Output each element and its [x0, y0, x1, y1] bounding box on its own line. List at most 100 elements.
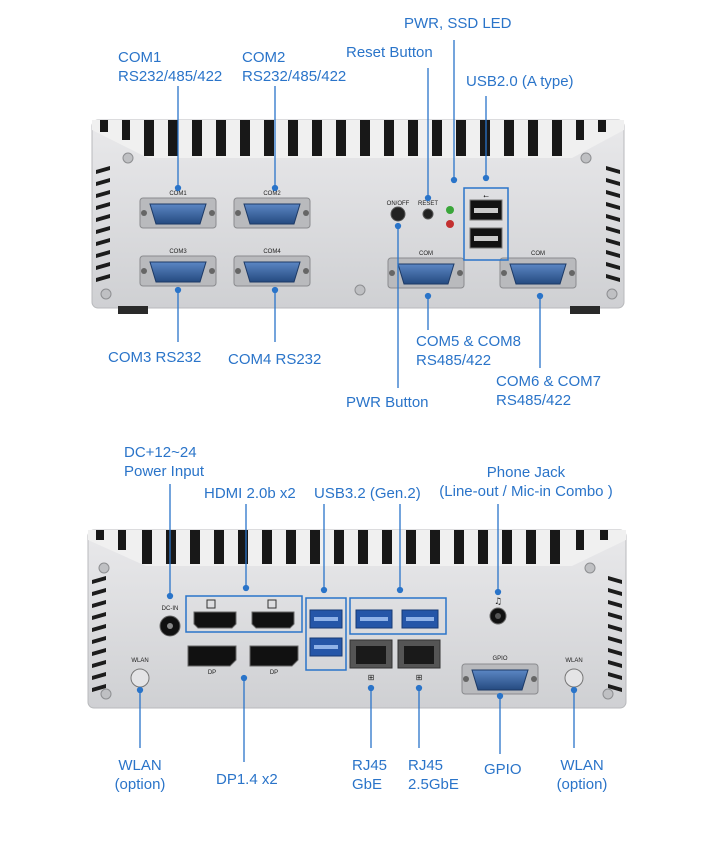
- label-rj45-gbe: RJ45 GbE: [352, 756, 387, 794]
- label-com6-com7-line1: COM6 & COM7: [496, 373, 602, 390]
- com6-com7-port: [499, 257, 577, 289]
- lan-icon-1: ⊞: [368, 673, 375, 682]
- label-dc-input-line1: DC+12~24: [124, 444, 197, 461]
- rj45-2-5gbe-port: [397, 639, 441, 669]
- label-rj45-2-5gbe: RJ45 2.5GbE: [408, 756, 459, 794]
- label-rj45-2-5gbe-line2: 2.5GbE: [408, 776, 459, 793]
- label-phone-jack-line2: (Line-out / Mic-in Combo ): [439, 483, 613, 500]
- hdmi-highlight-box: [185, 595, 303, 633]
- label-hdmi: HDMI 2.0b x2: [204, 485, 296, 502]
- printed-wlan-right: WLAN: [565, 658, 582, 664]
- headphone-icon: ♫: [494, 597, 502, 607]
- lan-icon-2: ⊞: [416, 673, 423, 682]
- label-wlan-left-line2: (option): [114, 776, 166, 793]
- reset-button[interactable]: [422, 208, 434, 220]
- label-com2: COM2 RS232/485/422: [242, 48, 346, 86]
- usb2-port-bottom: [469, 227, 503, 249]
- label-wlan-right-line2: (option): [556, 776, 608, 793]
- printed-reset: RESET: [418, 201, 438, 207]
- printed-com-b: COM: [531, 251, 545, 257]
- usb32-box-right: [349, 597, 447, 635]
- com5-com8-port: [387, 257, 465, 289]
- printed-onoff: ON/OFF: [387, 201, 410, 207]
- power-button[interactable]: [390, 206, 406, 222]
- label-usb32: USB3.2 (Gen.2): [314, 485, 421, 502]
- label-phone-jack: Phone Jack (Line-out / Mic-in Combo ): [428, 463, 624, 501]
- label-com1-line2: RS232/485/422: [118, 68, 223, 85]
- label-phone-jack-line1: Phone Jack: [486, 464, 566, 481]
- rj45-gbe-port: [349, 639, 393, 669]
- wlan-right-antenna: [564, 668, 584, 688]
- usb32-box-left: [305, 597, 347, 671]
- usb32-port-2: [309, 637, 343, 657]
- label-pwr-ssd-led: PWR, SSD LED: [404, 15, 512, 32]
- label-com2-line1: COM2: [242, 49, 286, 66]
- front-leader-lines: [174, 40, 544, 388]
- label-com6-com7: COM6 & COM7 RS485/422: [496, 372, 601, 410]
- phone-jack: [489, 607, 507, 625]
- label-com5-com8-line2: RS485/422: [416, 352, 492, 369]
- ssd-led: [446, 220, 454, 228]
- gpio-port: [461, 663, 539, 695]
- printed-com2: COM2: [263, 191, 281, 197]
- usb2-highlight-box: [463, 187, 509, 261]
- printed-dp-2: DP: [270, 670, 278, 676]
- hdmi-port-1: [193, 599, 237, 629]
- label-dp: DP1.4 x2: [216, 771, 278, 788]
- label-com3: COM3 RS232: [108, 349, 202, 366]
- com3-port: [139, 255, 217, 287]
- label-com1: COM1 RS232/485/422: [118, 48, 222, 86]
- label-com4: COM4 RS232: [228, 351, 322, 368]
- front-top-fins: [100, 120, 606, 156]
- front-side-vents: [96, 166, 620, 282]
- label-com5-com8-line1: COM5 & COM8: [416, 333, 522, 350]
- label-pwr-button: PWR Button: [346, 394, 429, 411]
- rear-screws: [98, 562, 614, 700]
- usb32-port-4: [401, 609, 439, 629]
- printed-dp-1: DP: [208, 670, 216, 676]
- label-com6-com7-line2: RS485/422: [496, 392, 572, 409]
- label-rj45-gbe-line1: RJ45: [352, 757, 388, 774]
- rear-side-vents: [92, 576, 622, 692]
- usb32-port-1: [309, 609, 343, 629]
- label-gpio: GPIO: [484, 761, 522, 778]
- usb2-port-top: [469, 199, 503, 221]
- label-dc-input-line2: Power Input: [124, 463, 205, 480]
- com1-port: [139, 197, 217, 229]
- usb32-port-3: [355, 609, 393, 629]
- label-wlan-right-line1: WLAN: [560, 757, 604, 774]
- label-rj45-gbe-line2: GbE: [352, 776, 383, 793]
- label-rj45-2-5gbe-line1: RJ45: [408, 757, 444, 774]
- printed-com3: COM3: [169, 249, 187, 255]
- label-wlan-right: WLAN (option): [550, 756, 614, 794]
- label-dc-input: DC+12~24 Power Input: [124, 443, 204, 481]
- front-screws: [100, 152, 618, 300]
- label-com5-com8: COM5 & COM8 RS485/422: [416, 332, 521, 370]
- com2-port: [233, 197, 311, 229]
- printed-wlan-left: WLAN: [131, 658, 148, 664]
- front-panel: COM1 COM2 COM3 COM4 ON/OFF RESET COM COM…: [91, 40, 625, 388]
- rear-panel: DC-IN WLAN WLAN DP DP: [87, 484, 627, 762]
- label-reset-button: Reset Button: [346, 44, 433, 61]
- printed-com-a: COM: [419, 251, 433, 257]
- label-wlan-left: WLAN (option): [108, 756, 172, 794]
- label-com1-line1: COM1: [118, 49, 162, 66]
- label-com2-line2: RS232/485/422: [242, 68, 347, 85]
- wlan-left-antenna: [130, 668, 150, 688]
- printed-gpio: GPIO: [492, 656, 507, 662]
- printed-com4: COM4: [263, 249, 281, 255]
- label-wlan-left-line1: WLAN: [118, 757, 162, 774]
- dp-port-2: [249, 645, 299, 667]
- pwr-led: [446, 206, 454, 214]
- printed-com1: COM1: [169, 191, 187, 197]
- printed-dcin: DC-IN: [162, 606, 179, 612]
- dp-port-1: [187, 645, 237, 667]
- dc-in-jack: [159, 615, 181, 637]
- label-usb2: USB2.0 (A type): [466, 73, 574, 90]
- rear-top-fins: [96, 530, 608, 564]
- hdmi-port-2: [251, 599, 295, 629]
- rear-leader-lines: [136, 484, 578, 762]
- front-feet: [118, 306, 600, 314]
